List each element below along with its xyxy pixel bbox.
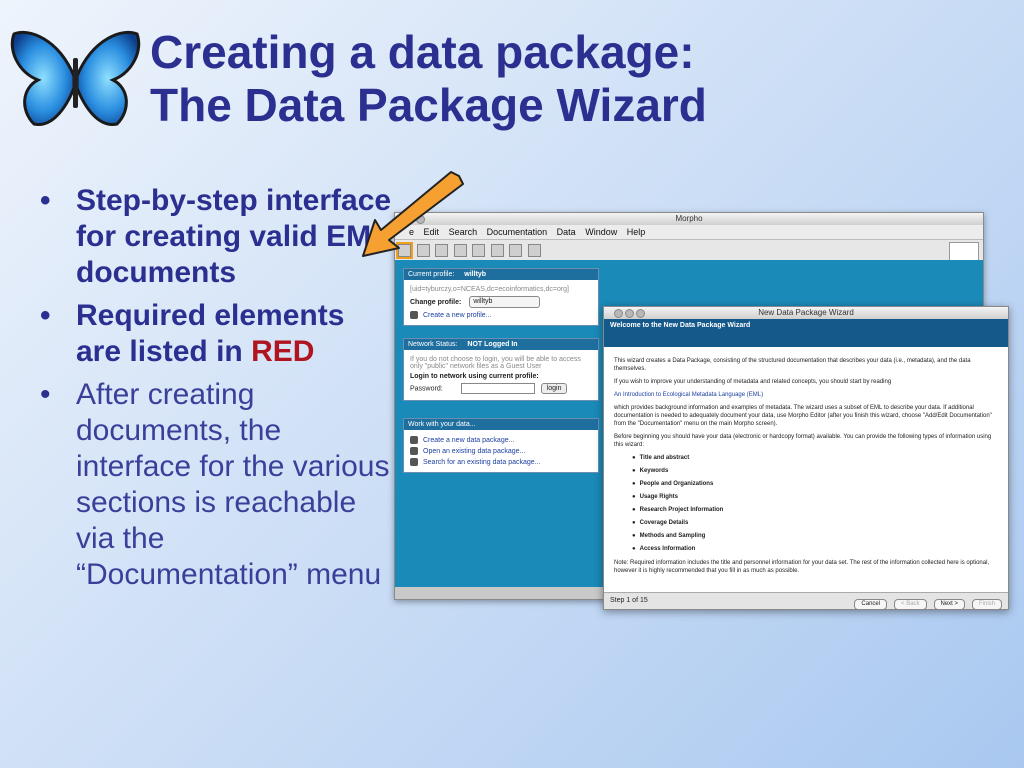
wizard-intro: This wizard creates a Data Package, cons… (614, 358, 971, 372)
wizard-window: New Data Package Wizard Welcome to the N… (603, 306, 1009, 610)
network-status-value: NOT Logged In (467, 341, 518, 348)
wizard-window-controls[interactable] (614, 309, 647, 320)
list-item: Coverage Details (632, 519, 998, 527)
create-icon (410, 436, 418, 444)
copy-icon[interactable] (453, 244, 467, 257)
current-profile-value: willtyb (464, 271, 487, 278)
network-status-label: Network Status: (408, 341, 458, 348)
list-item: Usage Rights (632, 493, 998, 501)
wizard-footer: Step 1 of 15 Cancel < Back Next > Finish (604, 592, 1008, 609)
menu-file[interactable]: e (409, 227, 415, 237)
wizard-items: Title and abstract Keywords People and O… (632, 454, 998, 553)
search-package-link[interactable]: Search for an existing data package... (423, 458, 541, 466)
morpho-titlebar: Morpho (395, 213, 983, 225)
open-package-link[interactable]: Open an existing data package... (423, 447, 526, 455)
login-prompt: Login to network using current profile: (410, 373, 539, 380)
butterfly-logo (10, 30, 141, 126)
list-item: Research Project Information (632, 506, 998, 514)
wizard-titlebar: New Data Package Wizard (604, 307, 1008, 319)
morpho-title: Morpho (675, 214, 703, 223)
wizard-title: New Data Package Wizard (758, 308, 854, 317)
eml-intro-link[interactable]: An Introduction to Ecological Metadata L… (614, 392, 764, 398)
create-package-link[interactable]: Create a new data package... (423, 436, 515, 444)
new-package-icon[interactable] (396, 242, 413, 259)
bullet-required-elements: Required elements are listed in RED (32, 298, 392, 370)
work-panel: Work with your data... Create a new data… (403, 418, 599, 473)
step-indicator: Step 1 of 15 (610, 597, 648, 604)
user-icon (410, 311, 418, 319)
back-button[interactable]: < Back (894, 599, 927, 609)
title-line-1: Creating a data package: (150, 26, 695, 78)
list-item: Methods and Sampling (632, 532, 998, 540)
next-button[interactable]: Next > (933, 599, 966, 609)
current-profile-label: Current profile: (408, 271, 455, 278)
bullet-after-creating: After creating documents, the interface … (32, 377, 392, 593)
finish-button[interactable]: Finish (971, 599, 1002, 609)
title-line-2: The Data Package Wizard (150, 79, 707, 131)
login-button[interactable]: login (540, 383, 568, 395)
profile-header: Current profile: willtyb (404, 269, 598, 280)
guest-note: If you do not choose to login, you will … (410, 356, 581, 370)
list-item: People and Organizations (632, 480, 998, 488)
search-package-icon (410, 458, 418, 466)
slide-title: Creating a data package: The Data Packag… (150, 26, 707, 132)
bullet-list: Step-by-step interface for creating vali… (32, 183, 392, 600)
wizard-before: Before beginning you should have your da… (614, 434, 992, 448)
bullet-step-by-step: Step-by-step interface for creating vali… (32, 183, 392, 291)
profile-dn: [uid=tyburczy,o=NCEAS,dc=ecoinformatics,… (410, 286, 570, 293)
menu-documentation[interactable]: Documentation (486, 227, 548, 237)
network-icon[interactable] (490, 244, 504, 257)
list-item: Keywords (632, 467, 998, 475)
toolbar (395, 240, 983, 268)
menu-search[interactable]: Search (448, 227, 478, 237)
menu-window[interactable]: Window (585, 227, 618, 237)
bullet-required-text: Required elements are listed in (76, 299, 345, 368)
password-label: Password: (410, 385, 443, 393)
cancel-button[interactable]: Cancel (854, 599, 888, 609)
save-icon[interactable] (435, 244, 449, 257)
profile-panel: Current profile: willtyb [uid=tyburczy,o=… (403, 268, 599, 326)
list-item: Access Information (632, 545, 998, 553)
list-item: Title and abstract (632, 454, 998, 462)
refresh-icon[interactable] (509, 244, 523, 257)
red-word: RED (251, 335, 315, 368)
open-package-icon (410, 447, 418, 455)
open-icon[interactable] (416, 244, 430, 257)
change-profile-label: Change profile: (410, 298, 462, 306)
network-header: Network Status: NOT Logged In (404, 339, 598, 350)
menu-data[interactable]: Data (556, 227, 576, 237)
password-input[interactable] (460, 383, 535, 394)
menu-edit[interactable]: Edit (423, 227, 440, 237)
wizard-note: Note: Required information includes the … (614, 560, 990, 574)
menu-help[interactable]: Help (626, 227, 646, 237)
menu-bar: e Edit Search Documentation Data Window … (395, 225, 983, 240)
profile-select[interactable]: willtyb (469, 296, 541, 308)
wizard-provides: which provides background information an… (614, 405, 992, 427)
create-profile-link[interactable]: Create a new profile... (423, 311, 492, 319)
delete-icon[interactable] (527, 244, 541, 257)
orange-arrow (362, 171, 464, 257)
search-icon[interactable] (472, 244, 486, 257)
work-header: Work with your data... (404, 419, 598, 430)
wizard-content: This wizard creates a Data Package, cons… (604, 347, 1008, 575)
network-panel: Network Status: NOT Logged In If you do n… (403, 338, 599, 402)
wizard-improve: If you wish to improve your understandin… (614, 379, 892, 385)
wizard-header: Welcome to the New Data Package Wizard (604, 319, 1008, 347)
